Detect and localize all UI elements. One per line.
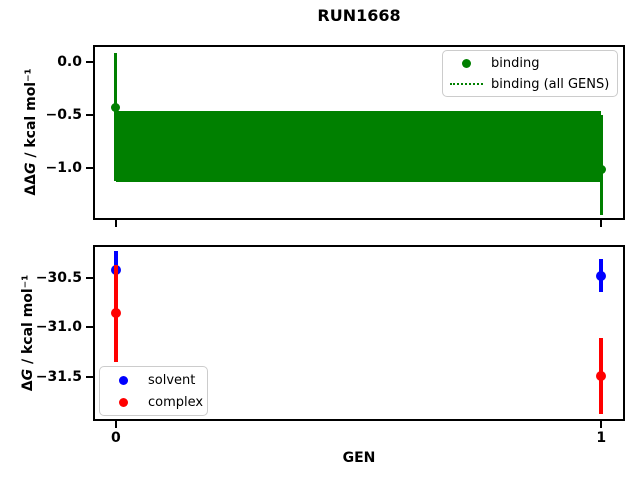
legend-box: solvent complex [99, 366, 208, 416]
legend-label: solvent [148, 372, 196, 388]
x-tick-mark [114, 421, 117, 428]
legend-dot-icon [104, 397, 142, 407]
x-tick-mark [114, 220, 117, 227]
x-tick-label: 1 [596, 430, 607, 446]
y-tick-mark [86, 276, 93, 279]
all-gens-uncertainty-band [115, 110, 602, 182]
y-tick-label: −1.0 [45, 160, 82, 177]
legend-item-complex: complex [104, 393, 204, 412]
legend-label: complex [148, 394, 204, 410]
legend-dot-icon [104, 375, 142, 385]
binding-error-bar [114, 53, 118, 181]
y-tick-mark [86, 375, 93, 378]
legend-item-binding-all-gens-: binding (all GENS) [447, 75, 611, 93]
x-tick-mark [600, 220, 603, 227]
y-tick-label: −31.5 [35, 368, 82, 385]
complex-data-point [596, 370, 607, 381]
legend-label: binding [491, 55, 540, 71]
x-axis-label: GEN [342, 450, 376, 466]
y-tick-mark [86, 326, 93, 329]
y-tick-mark [86, 167, 93, 170]
dot-marker [461, 58, 471, 68]
y-tick-label: 0.0 [57, 53, 82, 70]
legend-item-solvent: solvent [104, 371, 201, 390]
legend-dotted-line-icon [447, 83, 485, 85]
binding-data-point [596, 164, 606, 174]
legend-dot-icon [447, 58, 485, 68]
y-tick-mark [86, 60, 93, 63]
binding-data-point [111, 103, 121, 113]
y-tick-mark [86, 114, 93, 116]
top-axes [93, 45, 625, 220]
plot-title: RUN1668 [317, 6, 401, 25]
y-tick-label: −30.5 [35, 269, 82, 286]
legend-box: binding binding (all GENS) [442, 50, 618, 97]
y-tick-label: −0.5 [45, 107, 82, 123]
legend-item-binding: binding [447, 54, 611, 72]
ylabel-delta-part: ΔΔ [23, 173, 39, 196]
dot-marker [118, 375, 128, 385]
legend-label: binding (all GENS) [491, 76, 610, 92]
dot-marker [118, 397, 128, 407]
x-tick-mark [600, 421, 603, 428]
bottom-axes [93, 245, 625, 421]
y-tick-label: −31.0 [35, 319, 82, 336]
dotted-line-marker [449, 83, 483, 85]
complex-data-point [110, 308, 121, 319]
solvent-data-point [596, 270, 607, 281]
x-tick-label: 0 [110, 430, 121, 446]
